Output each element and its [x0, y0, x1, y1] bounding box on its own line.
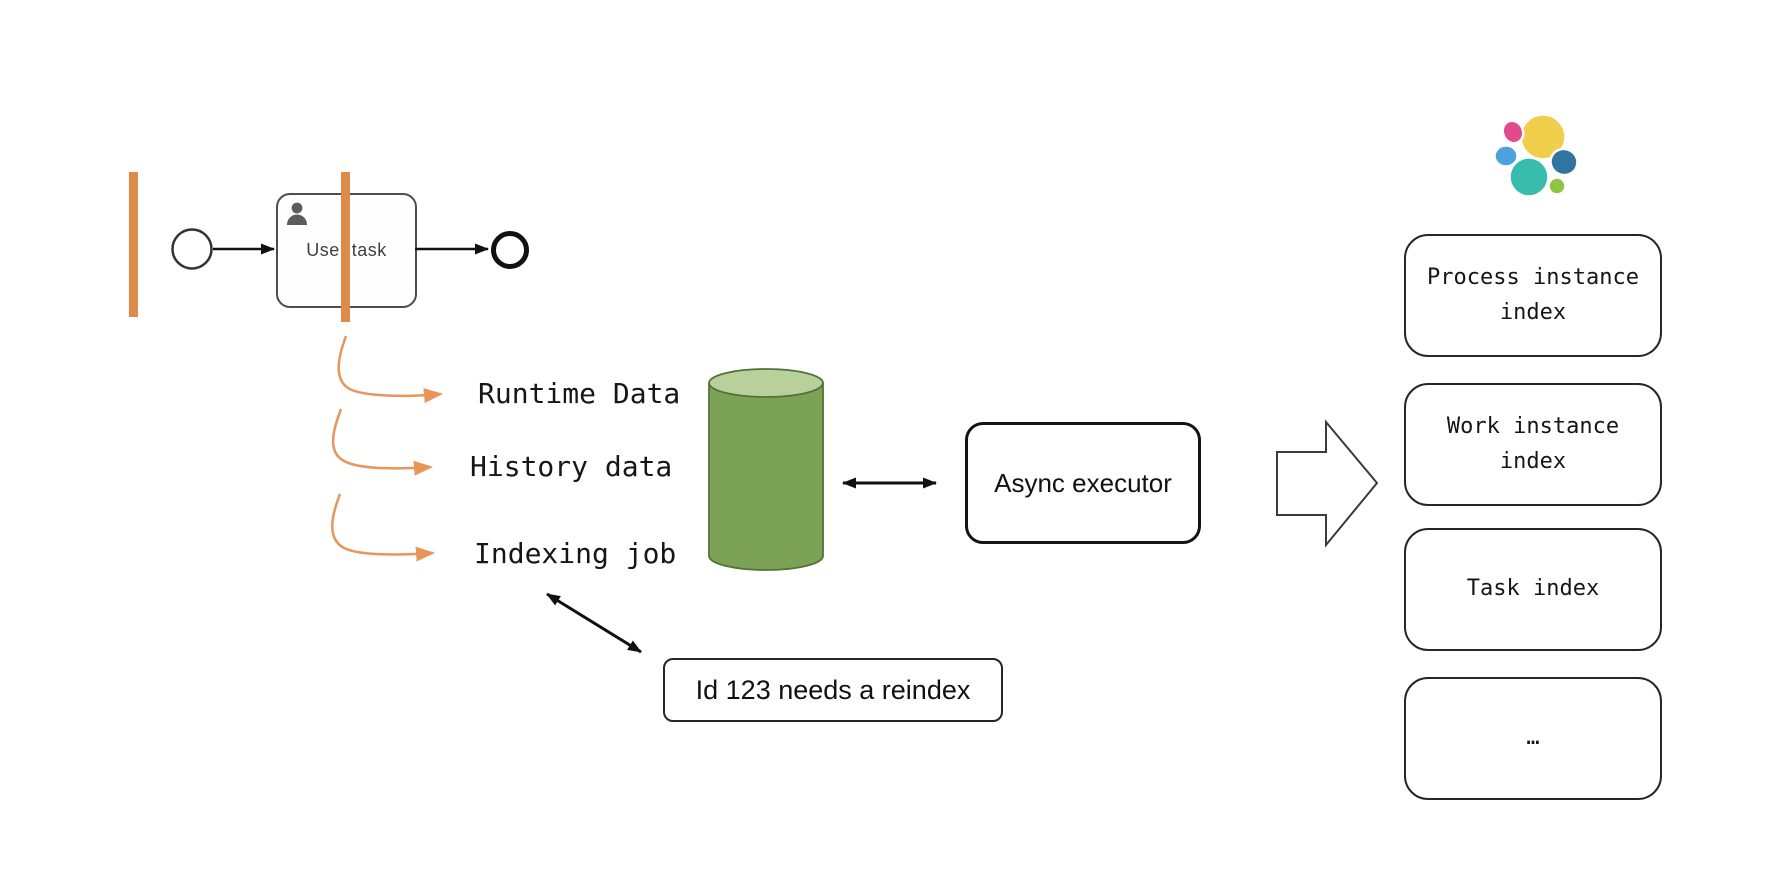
index-box-process-instance-label: Process instance index [1427, 265, 1639, 325]
async-executor-box: Async executor [965, 422, 1201, 544]
flow-label-runtime-data: Runtime Data [478, 377, 681, 410]
elastic-blob-green [1547, 176, 1567, 196]
flow-label-history-data: History data [470, 450, 673, 483]
reindex-note-box: Id 123 needs a reindex [663, 658, 1003, 722]
bpmn-end-event [491, 231, 529, 269]
bpmn-start-event [171, 228, 213, 270]
elastic-blob-navy [1549, 147, 1579, 177]
double-arrow-indexing-reindex [546, 592, 642, 654]
index-box-work-instance: Work instance index [1404, 383, 1662, 506]
curve-arrow-indexing-job [331, 493, 435, 562]
elastic-blob-blue [1493, 144, 1519, 168]
index-box-task: Task index [1404, 528, 1662, 651]
orange-bar-task [341, 172, 350, 322]
async-executor-label: Async executor [994, 467, 1172, 498]
index-box-work-instance-label: Work instance index [1446, 414, 1620, 474]
index-box-task-label: Task index [1466, 576, 1600, 602]
index-box-more: … [1404, 677, 1662, 800]
elastic-blob-teal [1508, 156, 1550, 198]
block-arrow-to-elastic [1276, 419, 1379, 548]
index-box-more-label: … [1526, 725, 1540, 751]
database-cylinder [708, 368, 824, 571]
database-cylinder-body [708, 383, 824, 571]
curve-arrow-history-data [331, 408, 433, 476]
curve-arrow-runtime-data [337, 335, 443, 404]
user-icon [287, 202, 307, 225]
flow-label-indexing-job: Indexing job [474, 537, 677, 570]
index-box-process-instance: Process instance index [1404, 234, 1662, 357]
elasticsearch-logo [1493, 113, 1579, 198]
database-cylinder-top [708, 368, 824, 398]
orange-bar-left [129, 172, 138, 317]
elastic-blob-pink [1501, 119, 1525, 145]
reindex-note-label: Id 123 needs a reindex [695, 674, 971, 705]
